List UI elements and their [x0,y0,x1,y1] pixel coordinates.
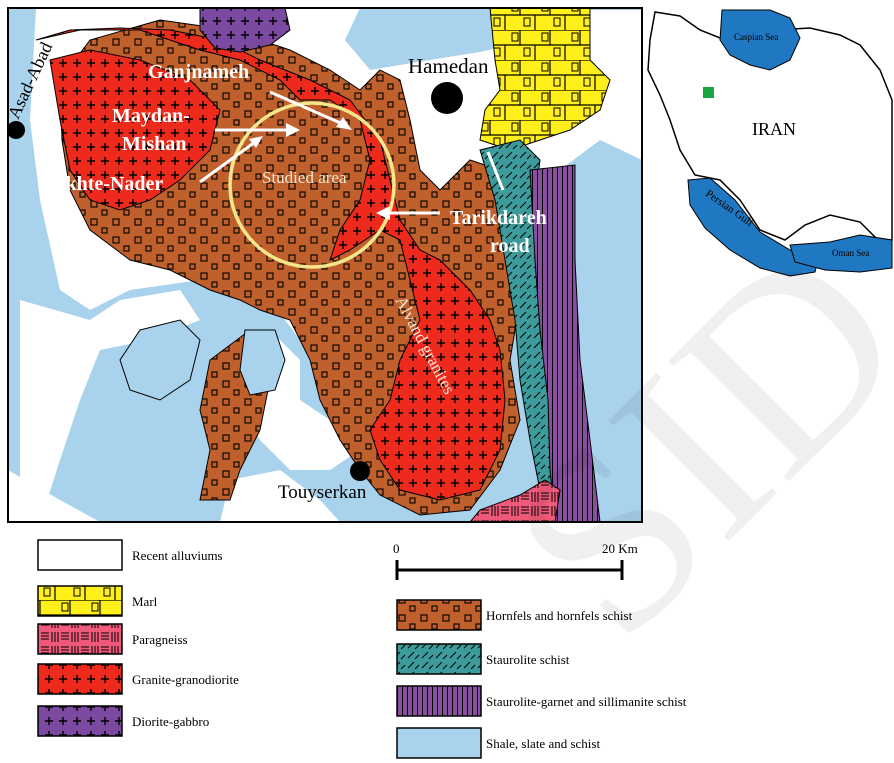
svg-text:Recent alluviums: Recent alluviums [132,548,223,563]
svg-text:Staurolite-garnet and silliman: Staurolite-garnet and sillimanite schist [486,694,687,709]
svg-text:Marl: Marl [132,594,158,609]
maydan-label-line2: Mishan [122,133,186,155]
svg-text:Staurolite schist: Staurolite schist [486,652,570,667]
touyserkan-dot [350,461,370,481]
studied-area-label: Studied area [262,168,347,187]
legend-left: Recent alluviums Marl Paragneiss Granite… [37,539,239,737]
tarikdareh-label-line2: road [490,235,530,257]
iran-inset-map: IRAN Caspian Sea Persian Gulf Oman Sea [647,9,893,277]
legend-item-staurolite-schist: Staurolite schist [396,643,570,675]
takhte-nader-label: Takhte-Nader [44,173,163,195]
main-map: Hamedan Asad-Abad Touyserkan Ganjnameh M… [3,7,643,523]
scale-bar: 0 20 Km [393,541,638,580]
hamedan-dot [431,82,463,114]
caspian-sea [719,9,801,71]
legend-item-diorite: Diorite-gabbro [37,705,209,737]
legend-item-sillimanite-schist: Staurolite-garnet and sillimanite schist [396,685,687,717]
legend-item-paragneiss: Paragneiss [37,623,188,655]
tarikdareh-label-line1: Tarikdareh [450,207,547,229]
scale-start: 0 [393,541,400,556]
ganjnameh-label: Ganjnameh [148,61,249,83]
svg-text:Shale, slate and schist: Shale, slate and schist [486,736,600,751]
iran-label: IRAN [752,119,796,139]
granite-area [35,27,506,501]
maydan-label-line1: Maydan- [112,105,190,127]
legend-item-alluvium: Recent alluviums [37,539,223,571]
studied-location-marker [703,87,714,98]
caspian-label: Caspian Sea [734,32,778,42]
svg-text:Diorite-gabbro: Diorite-gabbro [132,714,209,729]
oman-sea [789,234,893,273]
persian-gulf [687,177,821,277]
legend-item-hornfels: Hornfels and hornfels schist [396,599,633,631]
oman-label: Oman Sea [832,248,869,258]
legend-item-granite: Granite-granodiorite [37,663,239,695]
touyserkan-label: Touyserkan [278,482,367,503]
studied-area-circle [228,101,396,269]
legend-item-shale: Shale, slate and schist [396,727,600,759]
marl-area [479,7,611,151]
scale-end: 20 Km [602,541,638,556]
legend-right: Hornfels and hornfels schist Staurolite … [396,599,687,759]
svg-text:Paragneiss: Paragneiss [132,632,188,647]
asad-abad-dot [7,121,25,139]
hamedan-label: Hamedan [408,54,489,78]
callout-arrows [199,90,505,220]
legend-item-marl: Marl [37,585,158,617]
svg-text:Hornfels and hornfels schist: Hornfels and hornfels schist [486,608,633,623]
diorite-area [199,7,291,53]
svg-text:Granite-granodiorite: Granite-granodiorite [132,672,239,687]
